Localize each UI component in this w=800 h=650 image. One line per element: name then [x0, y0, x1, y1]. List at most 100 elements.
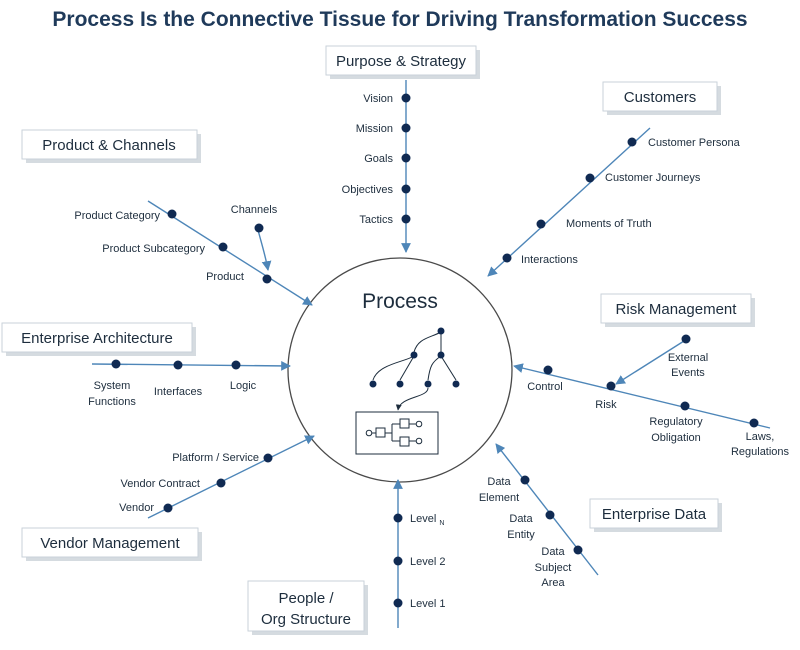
functions-label: Functions [88, 396, 136, 408]
laws-label: Laws, [746, 431, 775, 443]
events-label: Events [671, 367, 705, 379]
node-external-events [681, 334, 691, 344]
svg-text:Channels: Channels [231, 204, 278, 216]
enterprise-data-labels: Data Element Data Entity Data Subject Ar… [479, 476, 572, 589]
diagram-title: Process Is the Connective Tissue for Dri… [52, 8, 748, 31]
data-subject-line1: Data [541, 546, 565, 558]
svg-text:Vendor: Vendor [119, 502, 154, 514]
node-level-n [393, 513, 403, 523]
node-moments-of-truth [536, 219, 546, 229]
svg-text:Product Category: Product Category [74, 210, 160, 222]
product-nodes [167, 209, 272, 284]
purpose-labels: Vision Mission Goals Objectives Tactics [342, 93, 394, 226]
node-risk [606, 381, 616, 391]
spoke-customers [487, 127, 651, 277]
svg-text:Product & Channels: Product & Channels [42, 137, 175, 154]
svg-text:Control: Control [527, 381, 562, 393]
svg-text:Interfaces: Interfaces [154, 386, 203, 398]
node-system-functions [111, 359, 121, 369]
level-n-label: Level N [410, 513, 444, 527]
category-box-customers: Customers [602, 81, 721, 115]
node-mission [401, 123, 411, 133]
customer-nodes [502, 137, 637, 263]
spoke-product [147, 200, 313, 306]
people-nodes [393, 513, 403, 608]
svg-text:Vendor Management: Vendor Management [40, 535, 180, 552]
category-box-enterprise-data: Enterprise Data [589, 498, 722, 532]
node-customer-journeys [585, 173, 595, 183]
node-vendor [163, 503, 173, 513]
svg-text:Level 1: Level 1 [410, 598, 445, 610]
svg-text:Customer Persona: Customer Persona [648, 137, 741, 149]
node-interfaces [173, 360, 183, 370]
process-tree-icon [355, 327, 460, 455]
category-box-product: Product & Channels [21, 129, 201, 163]
svg-text:Customer Journeys: Customer Journeys [605, 172, 701, 184]
node-product-subcategory [218, 242, 228, 252]
spoke-external-events [615, 340, 685, 385]
svg-text:Risk Management: Risk Management [616, 301, 738, 318]
process-label: Process [362, 290, 438, 313]
spoke-channels [257, 229, 272, 271]
node-data-subject-area [573, 545, 583, 555]
category-box-risk: Risk Management [600, 293, 755, 327]
svg-text:Enterprise Data: Enterprise Data [602, 506, 707, 523]
svg-text:Goals: Goals [364, 153, 393, 165]
svg-text:Customers: Customers [624, 89, 697, 106]
svg-text:Platform / Service: Platform / Service [172, 452, 259, 464]
data-subject-line3: Area [541, 577, 565, 589]
data-subject-line2: Subject [535, 562, 572, 574]
node-data-element [520, 475, 530, 485]
svg-text:Level 2: Level 2 [410, 556, 445, 568]
enterprise-data-nodes [520, 475, 583, 555]
svg-text:Moments of Truth: Moments of Truth [566, 218, 652, 230]
svg-text:Purpose & Strategy: Purpose & Strategy [336, 53, 467, 70]
category-box-vendor: Vendor Management [21, 527, 202, 561]
enterprise-arch-nodes [111, 359, 241, 370]
vendor-nodes [163, 453, 273, 513]
people-labels: Level N Level 2 Level 1 [410, 513, 445, 610]
node-data-entity [545, 510, 555, 520]
people-label-line2: Org Structure [261, 611, 351, 628]
data-element-line1: Data [487, 476, 511, 488]
data-entity-line2: Entity [507, 529, 535, 541]
node-objectives [401, 184, 411, 194]
spoke-risk [513, 363, 771, 429]
svg-text:Objectives: Objectives [342, 184, 394, 196]
svg-text:Vision: Vision [363, 93, 393, 105]
node-level-2 [393, 556, 403, 566]
svg-text:Risk: Risk [595, 399, 617, 411]
enterprise-arch-labels: System Functions Interfaces Logic [88, 380, 257, 408]
regulatory-label: Regulatory [649, 416, 703, 428]
risk-nodes [543, 334, 759, 428]
node-vision [401, 93, 411, 103]
node-platform-service [263, 453, 273, 463]
customer-labels: Customer Persona Customer Journeys Momen… [521, 137, 741, 266]
svg-text:Logic: Logic [230, 380, 257, 392]
node-channels [254, 223, 264, 233]
people-label: People / [278, 590, 334, 607]
svg-text:Interactions: Interactions [521, 254, 578, 266]
node-laws-regulations [749, 418, 759, 428]
node-vendor-contract [216, 478, 226, 488]
node-tactics [401, 214, 411, 224]
category-box-purpose: Purpose & Strategy [325, 45, 480, 79]
node-interactions [502, 253, 512, 263]
node-logic [231, 360, 241, 370]
risk-labels: External Events Control Risk Regulatory … [527, 352, 789, 458]
node-regulatory-obligation [680, 401, 690, 411]
spoke-vendor [147, 435, 315, 519]
vendor-labels: Platform / Service Vendor Contract Vendo… [119, 452, 259, 514]
node-product-category [167, 209, 177, 219]
node-level-1 [393, 598, 403, 608]
category-box-people: People / Org Structure [247, 580, 368, 635]
purpose-nodes [401, 93, 411, 224]
product-labels: Product Category Channels Product Subcat… [74, 204, 277, 283]
node-product [262, 274, 272, 284]
svg-text:Tactics: Tactics [359, 214, 393, 226]
obligation-label: Obligation [651, 432, 701, 444]
node-customer-persona [627, 137, 637, 147]
data-element-line2: Element [479, 492, 519, 504]
category-box-enterprise-arch: Enterprise Architecture [1, 322, 196, 356]
